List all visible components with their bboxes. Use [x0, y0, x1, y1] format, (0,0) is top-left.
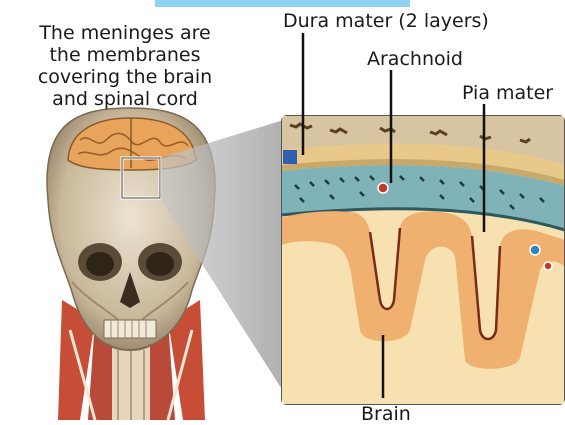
intro-caption: The meninges are the membranes covering … — [8, 22, 242, 110]
label-arachnoid: Arachnoid — [367, 48, 463, 70]
label-dura-mater: Dura mater (2 layers) — [283, 10, 489, 32]
intro-line: the membranes — [8, 44, 242, 66]
label-brain: Brain — [361, 403, 411, 425]
label-pia-mater: Pia mater — [462, 82, 553, 104]
magnified-cross-section — [281, 115, 565, 405]
intro-line: and spinal cord — [8, 88, 242, 110]
intro-line: The meninges are — [8, 22, 242, 44]
intro-line: covering the brain — [8, 66, 242, 88]
